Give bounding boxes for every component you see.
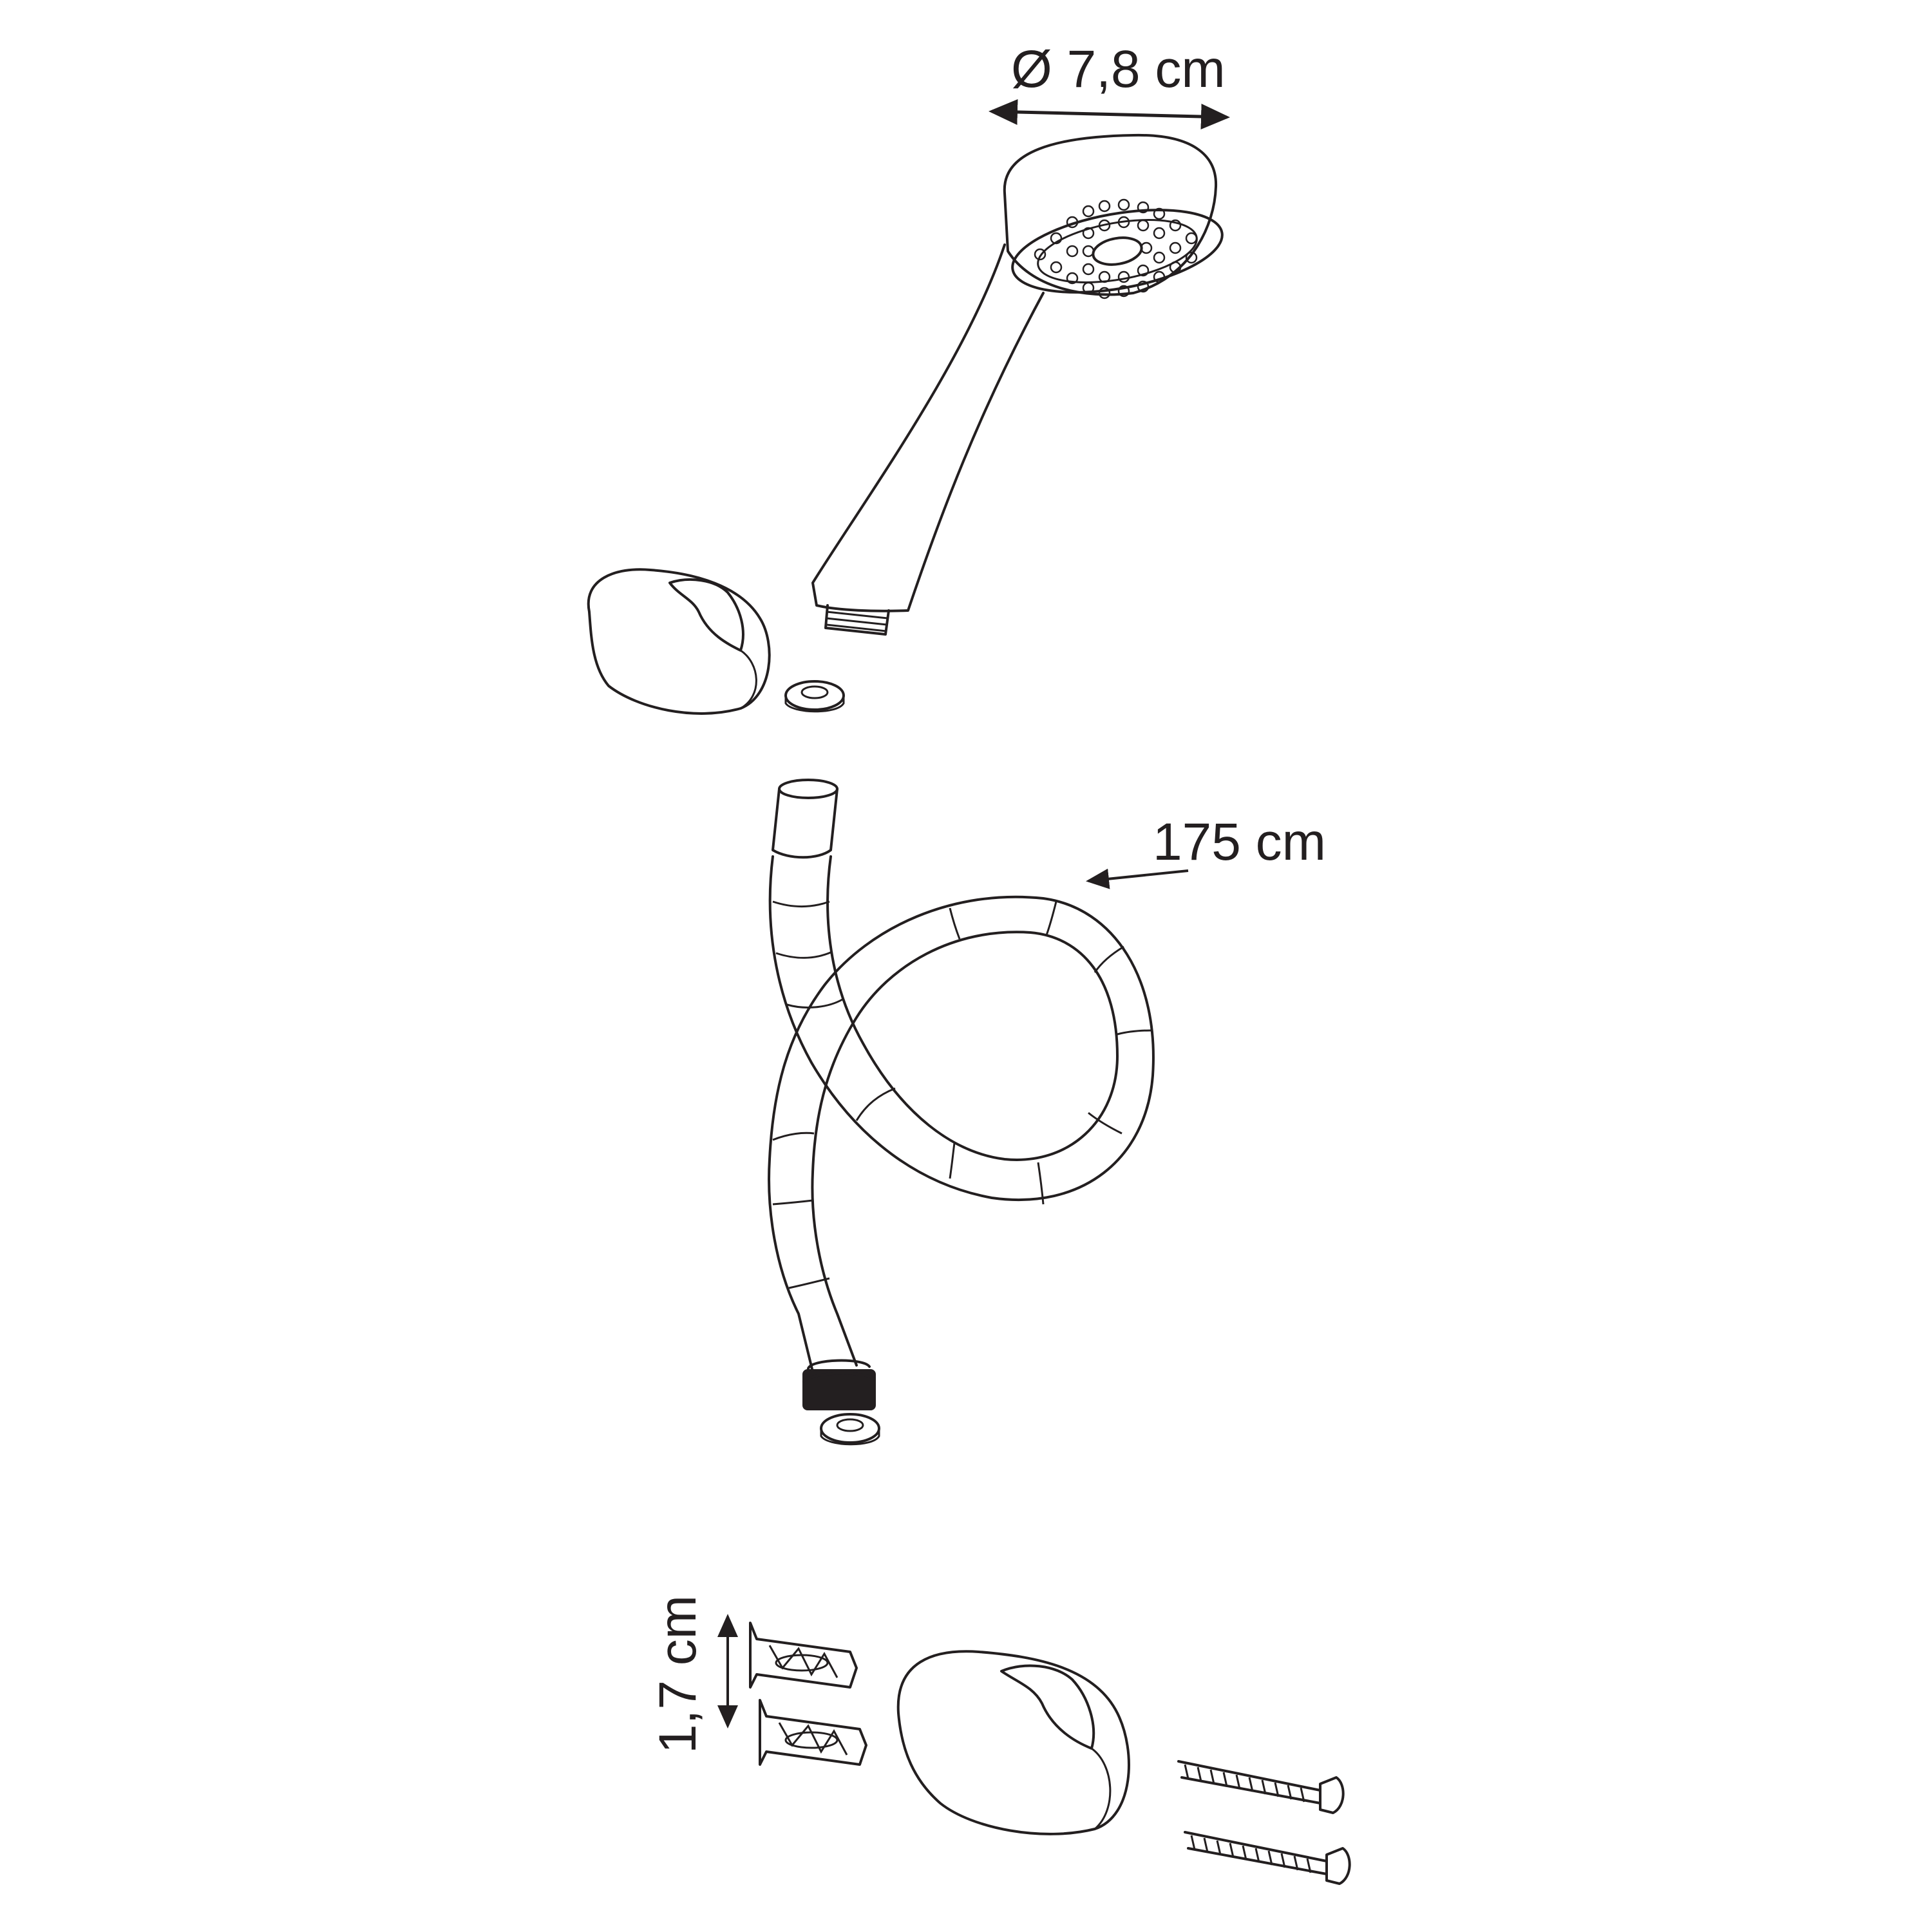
handle-thread bbox=[824, 604, 890, 636]
screw-1 bbox=[1177, 1760, 1345, 1814]
anchor-length-label: 1,7 cm bbox=[649, 1595, 707, 1754]
mounting-kit-group: 1,7 cm bbox=[649, 1595, 1351, 1885]
hose-group: 175 cm bbox=[768, 779, 1326, 1446]
hose-length-leader bbox=[1086, 868, 1189, 889]
screw-2 bbox=[1184, 1831, 1351, 1885]
shower-handle bbox=[811, 243, 1045, 612]
washer-top bbox=[784, 680, 845, 713]
wall-plug-2 bbox=[759, 1699, 867, 1766]
hand-shower-group: Ø 7,8 cm bbox=[587, 40, 1230, 715]
shower-nozzles bbox=[1034, 198, 1198, 299]
shower-holder-top bbox=[587, 568, 771, 715]
hose-bottom-nut bbox=[802, 1359, 876, 1410]
hose-body-inner bbox=[811, 855, 1119, 1367]
wall-plug-1 bbox=[749, 1622, 858, 1689]
shower-head bbox=[1003, 133, 1224, 299]
washer-bottom bbox=[820, 1413, 880, 1446]
hose-segments bbox=[772, 900, 1153, 1289]
hose-top-nut bbox=[772, 779, 838, 859]
shower-holder-bottom bbox=[896, 1650, 1130, 1835]
hose-length-label: 175 cm bbox=[1153, 813, 1326, 871]
head-diameter-label: Ø 7,8 cm bbox=[1011, 40, 1226, 99]
hose-body-outer bbox=[768, 855, 1155, 1373]
head-diameter-arrow bbox=[989, 99, 1230, 130]
